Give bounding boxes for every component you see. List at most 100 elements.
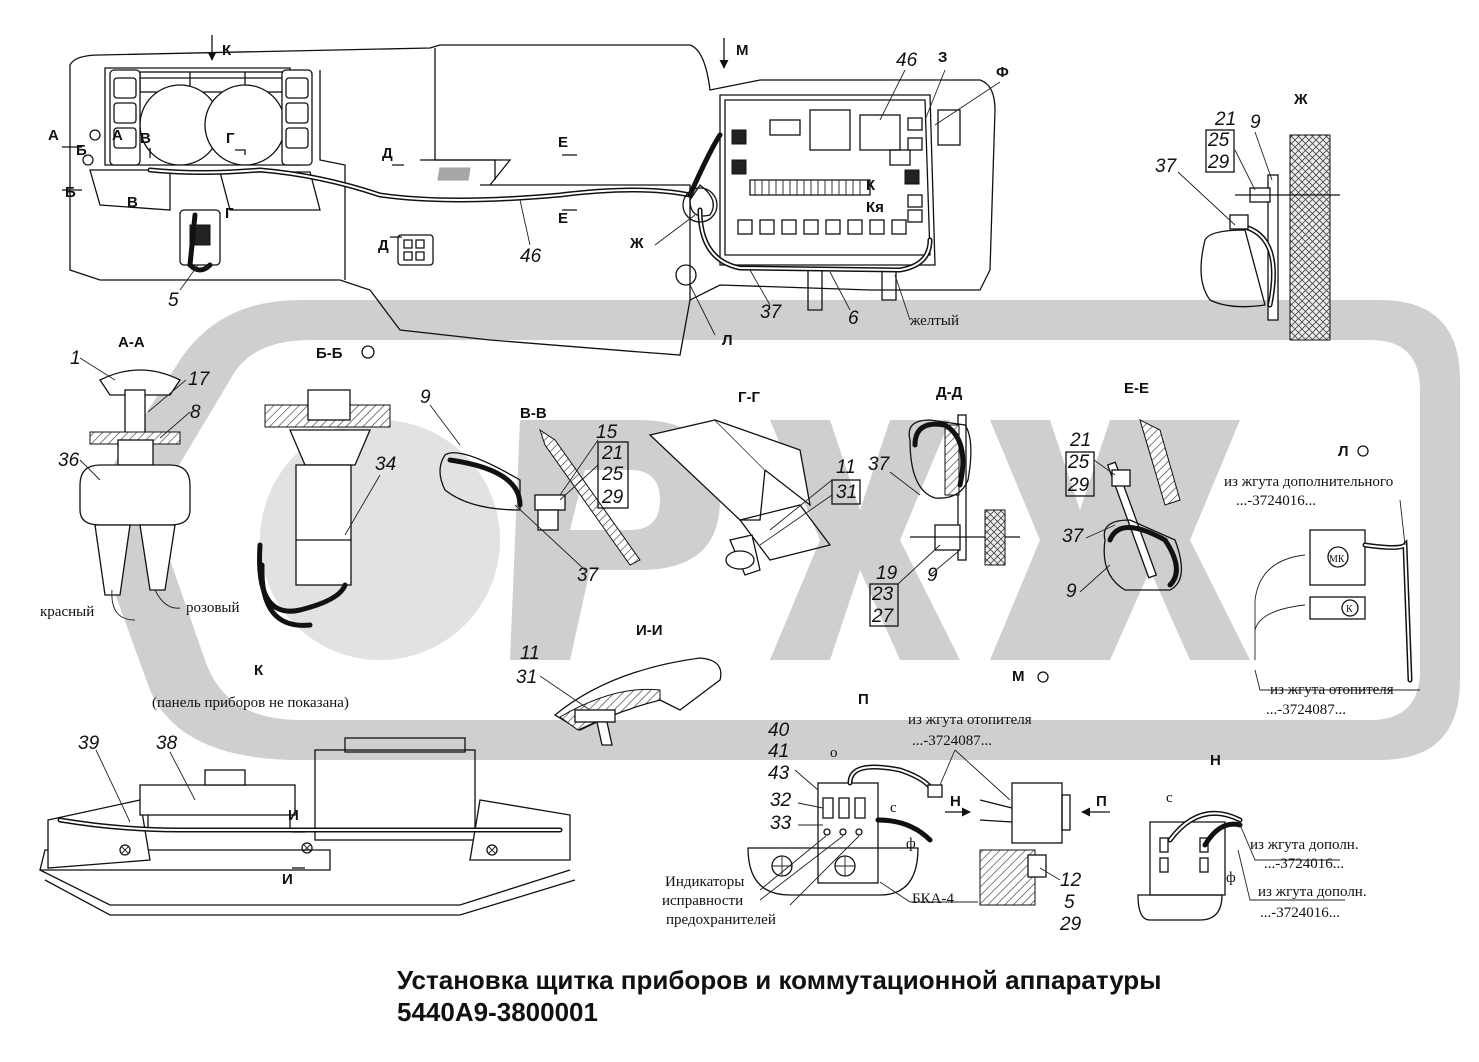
view-letters-B-left2: Б <box>65 184 76 201</box>
view-letters-Z-top: З <box>938 49 947 66</box>
view-letters-Zh-right: Ж <box>1293 91 1308 108</box>
view-letters-K-panel: К <box>866 177 876 194</box>
labels-code-3724016-c: ...-3724016... <box>1260 905 1340 921</box>
part-numbers-p40: 40 <box>768 720 790 741</box>
sections-L: Л <box>1338 443 1349 460</box>
labels-from-heater-harness-b: из жгута отопителя <box>908 712 1032 728</box>
labels-indicators-2: исправности <box>662 893 743 909</box>
part-numbers-p15: 15 <box>596 422 618 443</box>
view-n: Н с ф из жгута дополн. ...-3724016... из… <box>1137 752 1367 921</box>
section-b-b: Б-Б 34 <box>257 345 396 628</box>
part-numbers-p1: 1 <box>70 348 81 369</box>
labels-from-add-b: из жгута дополн. <box>1250 837 1359 853</box>
view-letters-D-bot: Д <box>378 237 389 254</box>
part-numbers-p38: 38 <box>156 733 178 754</box>
labels-from-additional-harness: из жгута дополнительного <box>1224 474 1393 490</box>
view-markers: К М А А Б Б В В Г Г Д Д Е Е Ж Ж З Ф К Кя… <box>48 35 1308 349</box>
view-letters-Kya-panel: Кя <box>866 199 884 216</box>
labels-from-add-c: из жгута дополн. <box>1258 884 1367 900</box>
labels-from-heater-harness-a: из жгута отопителя <box>1270 682 1394 698</box>
part-numbers-p31b: 31 <box>516 667 537 688</box>
part-numbers-p43: 43 <box>768 763 790 784</box>
part-numbers-p27: 27 <box>871 606 895 627</box>
part-numbers-p25c: 25 <box>1067 452 1090 473</box>
sections-VV: В-В <box>520 405 547 422</box>
part-numbers-p25b: 25 <box>601 464 624 485</box>
sections-P: П <box>858 691 869 708</box>
part-numbers-p21a: 21 <box>1214 109 1236 130</box>
view-l: Л из жгута дополнительного ...-3724016..… <box>1224 443 1420 718</box>
vent-grille <box>437 167 471 181</box>
part-numbers-p5a: 5 <box>168 290 179 311</box>
part-numbers-p8: 8 <box>190 402 201 423</box>
part-numbers-p39: 39 <box>78 733 100 754</box>
part-numbers-p6: 6 <box>848 308 859 329</box>
bottom-cluster-view: И И 39 38 <box>39 733 576 916</box>
sections-EE: Е-Е <box>1124 380 1149 397</box>
labels-s-b: с <box>1166 790 1173 806</box>
part-numbers-p23: 23 <box>871 584 894 605</box>
part-numbers-p29a: 29 <box>1207 152 1230 173</box>
part-numbers-p29b: 29 <box>601 487 624 508</box>
sections-I-top: И <box>288 807 299 824</box>
part-numbers-p19: 19 <box>876 563 898 584</box>
view-letter-k: К <box>222 42 232 59</box>
part-numbers-p9a: 9 <box>1250 112 1261 133</box>
part-numbers-p36: 36 <box>58 450 80 471</box>
top-part-numbers: 46 46 5 37 6 желтый <box>168 50 1001 336</box>
part-numbers-p37a: 37 <box>760 302 783 323</box>
part-numbers-p33: 33 <box>770 813 792 834</box>
labels-red: красный <box>40 604 94 620</box>
view-letters-L-bottom: Л <box>722 332 733 349</box>
part-numbers-p32: 32 <box>770 790 792 811</box>
view-letters-E-top: Е <box>558 134 568 151</box>
part-numbers-p17: 17 <box>188 369 211 390</box>
relay-block <box>731 109 923 235</box>
labels-f-b: ф <box>1226 870 1236 886</box>
section-i-i: 11 31 <box>516 643 722 746</box>
part-numbers-p21b: 21 <box>601 443 623 464</box>
part-numbers-p12: 12 <box>1060 870 1082 891</box>
view-letters-G-bot: Г <box>225 205 234 222</box>
view-letters-A-left: А <box>48 127 59 144</box>
labels-code-3724016-a: ...-3724016... <box>1236 493 1316 509</box>
view-letters-B-left: Б <box>76 142 87 159</box>
sections-GG: Г-Г <box>738 389 760 406</box>
part-numbers-p21c: 21 <box>1069 430 1091 451</box>
part-numbers-p9b: 9 <box>420 387 431 408</box>
labels-code-3724016-b: ...-3724016... <box>1264 856 1344 872</box>
view-letters-Zh-left: Ж <box>629 235 644 252</box>
sections-AA: А-А <box>118 334 145 351</box>
view-k-note: К (панель приборов не показана) М И-И П <box>152 622 1049 711</box>
part-numbers-p25a: 25 <box>1207 130 1230 151</box>
labels-s-a: с <box>890 800 897 816</box>
section-e-e: Е-Е 21 25 29 37 9 <box>1062 380 1182 602</box>
watermark <box>100 300 1460 760</box>
view-zh: 21 25 29 9 37 <box>1155 109 1340 341</box>
sections-M: М <box>1012 668 1025 685</box>
part-numbers-p9c: 9 <box>927 565 938 586</box>
labels-indicators-3: предохранителей <box>666 912 776 928</box>
labels-panel-not-shown: (панель приборов не показана) <box>152 695 349 711</box>
part-numbers-p9d: 9 <box>1066 581 1077 602</box>
part-numbers-p31a: 31 <box>836 482 857 503</box>
part-numbers-p11a: 11 <box>836 457 856 478</box>
part-numbers-p5b: 5 <box>1064 892 1075 913</box>
dashboard-top-view <box>69 44 996 356</box>
part-numbers-p37d: 37 <box>868 454 891 475</box>
view-letters-V-bot: В <box>127 194 138 211</box>
sections-BB: Б-Б <box>316 345 343 362</box>
labels-f-a: ф <box>906 836 916 852</box>
view-letters-A-left2: А <box>112 127 123 144</box>
sections-I-bot: И <box>282 871 293 888</box>
labels-code-3724087-a: ...-3724087... <box>1266 702 1346 718</box>
section-a-a: А-А 1 17 8 36 красный розовый <box>40 334 240 621</box>
labels-o-a: о <box>830 745 838 761</box>
sections-II: И-И <box>636 622 663 639</box>
sections-DD: Д-Д <box>936 384 963 401</box>
view-letters-F-top: Ф <box>996 64 1009 81</box>
part-numbers-p34: 34 <box>375 454 396 475</box>
section-g-g: Г-Г 11 31 <box>648 389 861 576</box>
sections-N-arrow: Н <box>950 793 961 810</box>
